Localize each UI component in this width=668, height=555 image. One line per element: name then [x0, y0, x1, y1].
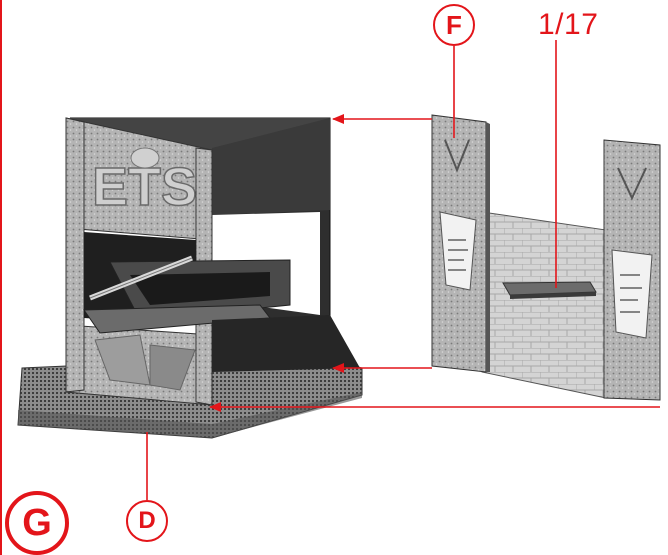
callout-f: F — [433, 4, 475, 46]
page-edge-bar — [0, 0, 2, 555]
step-counter: 1/17 — [538, 8, 599, 41]
callout-d: D — [126, 500, 168, 542]
callout-g: G — [5, 491, 69, 555]
brick-wall-panel — [481, 211, 607, 399]
assembled-kiosk: ETS — [17, 117, 363, 439]
assembly-arrows — [146, 40, 660, 500]
panel-set — [431, 114, 661, 401]
